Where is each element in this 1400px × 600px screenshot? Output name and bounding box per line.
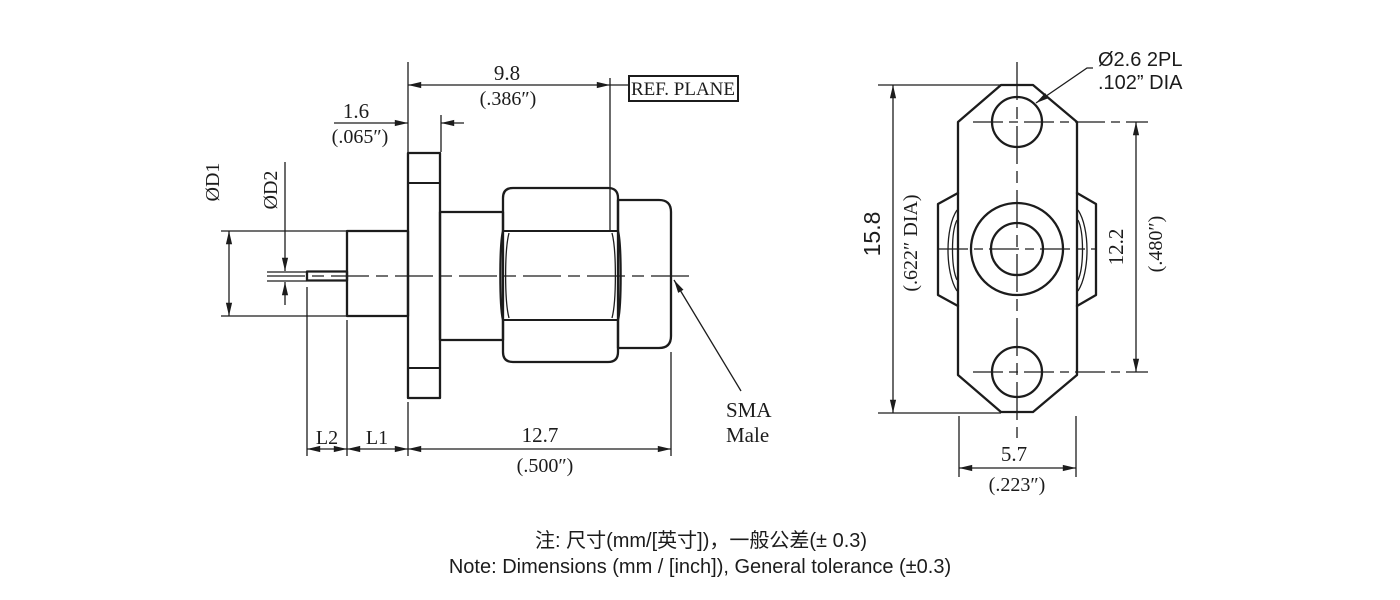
ref-plane-label: REF. PLANE bbox=[631, 79, 735, 100]
dim-15-8-mm: 15.8 bbox=[859, 212, 885, 257]
dim-ref-plane-offset: 9.8 (.386″) bbox=[407, 61, 629, 152]
label-d2: ØD2 bbox=[260, 171, 282, 210]
front-view: 15.8 (.622″ DIA) 12.2 (.480″) 5.7 (.223″… bbox=[859, 49, 1183, 496]
label-l2: L2 bbox=[316, 427, 338, 449]
dim-1-6-mm: 1.6 bbox=[343, 99, 369, 123]
flange-front-outline bbox=[956, 83, 1079, 414]
dim-12-7-mm: 12.7 bbox=[522, 423, 559, 447]
dim-d2: ØD2 bbox=[260, 162, 307, 305]
hex-corner-curve-outer bbox=[1077, 209, 1088, 292]
dim-flange-height: 15.8 (.622″ DIA) bbox=[859, 84, 1001, 414]
hex-nut-body bbox=[499, 186, 622, 364]
front-coupling-cylinder bbox=[616, 198, 673, 350]
dim-9-8-inch: (.386″) bbox=[480, 88, 537, 110]
body-neck bbox=[438, 210, 505, 342]
hex-facet-curve-left bbox=[504, 232, 510, 319]
dim-d1: ØD1 bbox=[202, 163, 347, 317]
dim-5-7-inch: (.223″) bbox=[989, 474, 1046, 496]
dim-12-2-inch: (.480″) bbox=[1145, 216, 1167, 273]
dim-chain-bottom: L2 L1 12.7 (.500″) bbox=[306, 287, 672, 477]
hex-facet-curve-right bbox=[611, 232, 617, 319]
label-l1: L1 bbox=[366, 427, 388, 449]
rear-insulator-cylinder bbox=[345, 229, 410, 318]
sma-label-line2: Male bbox=[726, 423, 769, 447]
hex-corner-curve-outer bbox=[947, 209, 958, 292]
dim-9-8-mm: 9.8 bbox=[494, 61, 520, 85]
side-view: 9.8 (.386″) REF. PLANE 1.6 (.065″) ØD1 bbox=[202, 61, 772, 477]
note-line-en: Note: Dimensions (mm / [inch]), General … bbox=[449, 556, 951, 578]
hole-callout-line1: Ø2.6 2PL bbox=[1098, 49, 1183, 71]
dim-15-8-inch: (.622″ DIA) bbox=[900, 194, 922, 291]
ref-plane-callout: REF. PLANE bbox=[628, 75, 739, 102]
dim-12-2-mm: 12.2 bbox=[1104, 229, 1128, 266]
leader-line bbox=[1035, 67, 1093, 104]
ref-plane-box bbox=[628, 75, 739, 102]
dim-12-7-inch: (.500″) bbox=[517, 455, 574, 477]
hex-corner-curve-inner bbox=[1077, 219, 1084, 281]
dim-5-7-mm: 5.7 bbox=[1001, 442, 1027, 466]
label-d1: ØD1 bbox=[202, 163, 224, 202]
leader-line bbox=[673, 279, 742, 392]
dim-1-6-inch: (.065″) bbox=[332, 126, 389, 148]
notes-block: 注: 尺寸(mm/[英寸])，一般公差(± 0.3) Note: Dimensi… bbox=[449, 529, 951, 578]
sma-label-line1: SMA bbox=[726, 398, 772, 422]
hole-size-callout: Ø2.6 2PL .102” DIA bbox=[1035, 49, 1183, 104]
note-line-zh: 注: 尺寸(mm/[英寸])，一般公差(± 0.3) bbox=[535, 529, 867, 552]
hex-corner-curve-inner bbox=[951, 219, 958, 281]
sma-male-callout: SMA Male bbox=[673, 279, 772, 447]
dim-flange-width: 5.7 (.223″) bbox=[958, 416, 1077, 496]
hole-callout-line2: .102” DIA bbox=[1098, 72, 1183, 94]
dim-flange-thickness: 1.6 (.065″) bbox=[332, 99, 464, 152]
dim-hole-spacing: 12.2 (.480″) bbox=[1104, 121, 1167, 373]
